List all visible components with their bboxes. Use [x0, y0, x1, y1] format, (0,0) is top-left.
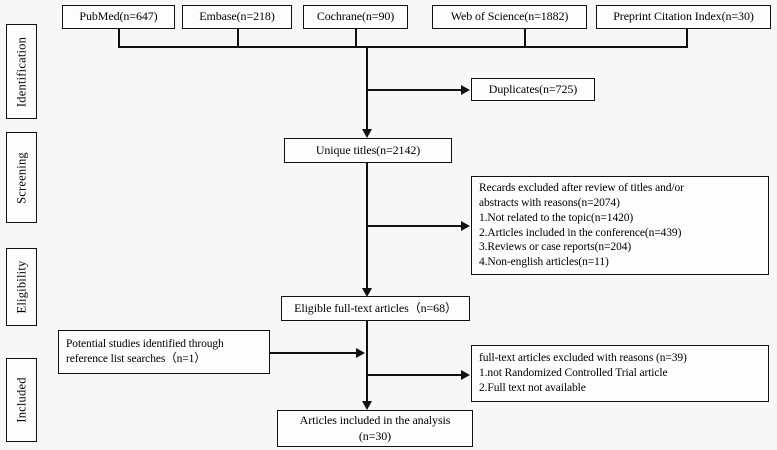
connector-sources-bus — [118, 46, 688, 48]
node-source-pubmed: PubMed(n=647) — [62, 5, 175, 29]
node-duplicates-label: Duplicates(n=725) — [488, 81, 578, 96]
node-unique-titles: Unique titles(n=2142) — [284, 138, 452, 163]
connector-pubmed-stem — [118, 29, 120, 47]
node-records-excluded-label: Recards excluded after review of titles … — [479, 182, 684, 268]
arrowhead-to-records-excluded — [461, 221, 470, 231]
stage-label-screening-text: Screening — [14, 151, 28, 204]
arrowhead-to-eligible-fulltext — [362, 288, 372, 297]
connector-cochrane-stem — [355, 29, 357, 47]
connector-embase-stem — [237, 29, 239, 47]
connector-to-records-excluded — [366, 225, 464, 227]
stage-label-identification-text: Identification — [14, 36, 28, 107]
connector-preprint-stem — [686, 29, 688, 47]
arrowhead-to-duplicates — [461, 85, 470, 95]
node-source-embase-label: Embase(n=218) — [199, 9, 275, 24]
node-source-embase: Embase(n=218) — [182, 5, 292, 29]
connector-spine-to-included — [366, 321, 368, 405]
node-included-analysis: Articles included in the analysis (n=30) — [277, 410, 473, 447]
node-records-excluded: Recards excluded after review of titles … — [471, 176, 769, 275]
connector-to-fulltext-excluded — [366, 374, 464, 376]
stage-label-eligibility: Eligibility — [6, 248, 37, 326]
connector-spine-to-eligible — [366, 163, 368, 292]
arrowhead-to-unique-titles — [362, 129, 372, 138]
node-source-preprint-citation-index: Preprint Citation Index(n=30) — [596, 5, 771, 29]
node-source-cochrane: Cochrane(n=90) — [303, 5, 408, 29]
node-source-web-of-science: Web of Science(n=1882) — [432, 5, 587, 29]
node-source-preprint-citation-index-label: Preprint Citation Index(n=30) — [613, 9, 754, 24]
connector-wos-stem — [524, 29, 526, 47]
stage-label-screening: Screening — [6, 132, 37, 223]
node-unique-titles-label: Unique titles(n=2142) — [315, 142, 421, 157]
node-potential-studies-label: Potential studies identified through ref… — [66, 338, 224, 365]
arrowhead-potential-studies-into-spine — [356, 348, 365, 358]
stage-label-identification: Identification — [6, 24, 37, 119]
node-potential-studies: Potential studies identified through ref… — [58, 330, 270, 374]
stage-label-included: Included — [6, 358, 37, 442]
arrowhead-to-included-analysis — [362, 401, 372, 410]
node-fulltext-excluded-label: full-text articles excluded with reasons… — [479, 352, 687, 394]
node-eligible-fulltext-label: Eligible full-text articles（n=68） — [294, 300, 457, 315]
connector-potential-studies-to-spine — [270, 352, 358, 354]
stage-label-included-text: Included — [14, 377, 28, 423]
arrowhead-to-fulltext-excluded — [461, 370, 470, 380]
stage-label-eligibility-text: Eligibility — [14, 260, 28, 314]
node-source-cochrane-label: Cochrane(n=90) — [316, 9, 395, 24]
node-included-analysis-label: Articles included in the analysis (n=30) — [299, 413, 451, 443]
node-source-web-of-science-label: Web of Science(n=1882) — [450, 9, 569, 24]
node-fulltext-excluded: full-text articles excluded with reasons… — [471, 345, 769, 402]
node-duplicates: Duplicates(n=725) — [471, 78, 595, 101]
node-eligible-fulltext: Eligible full-text articles（n=68） — [281, 296, 470, 321]
node-source-pubmed-label: PubMed(n=647) — [79, 9, 158, 24]
connector-to-duplicates — [366, 89, 464, 91]
